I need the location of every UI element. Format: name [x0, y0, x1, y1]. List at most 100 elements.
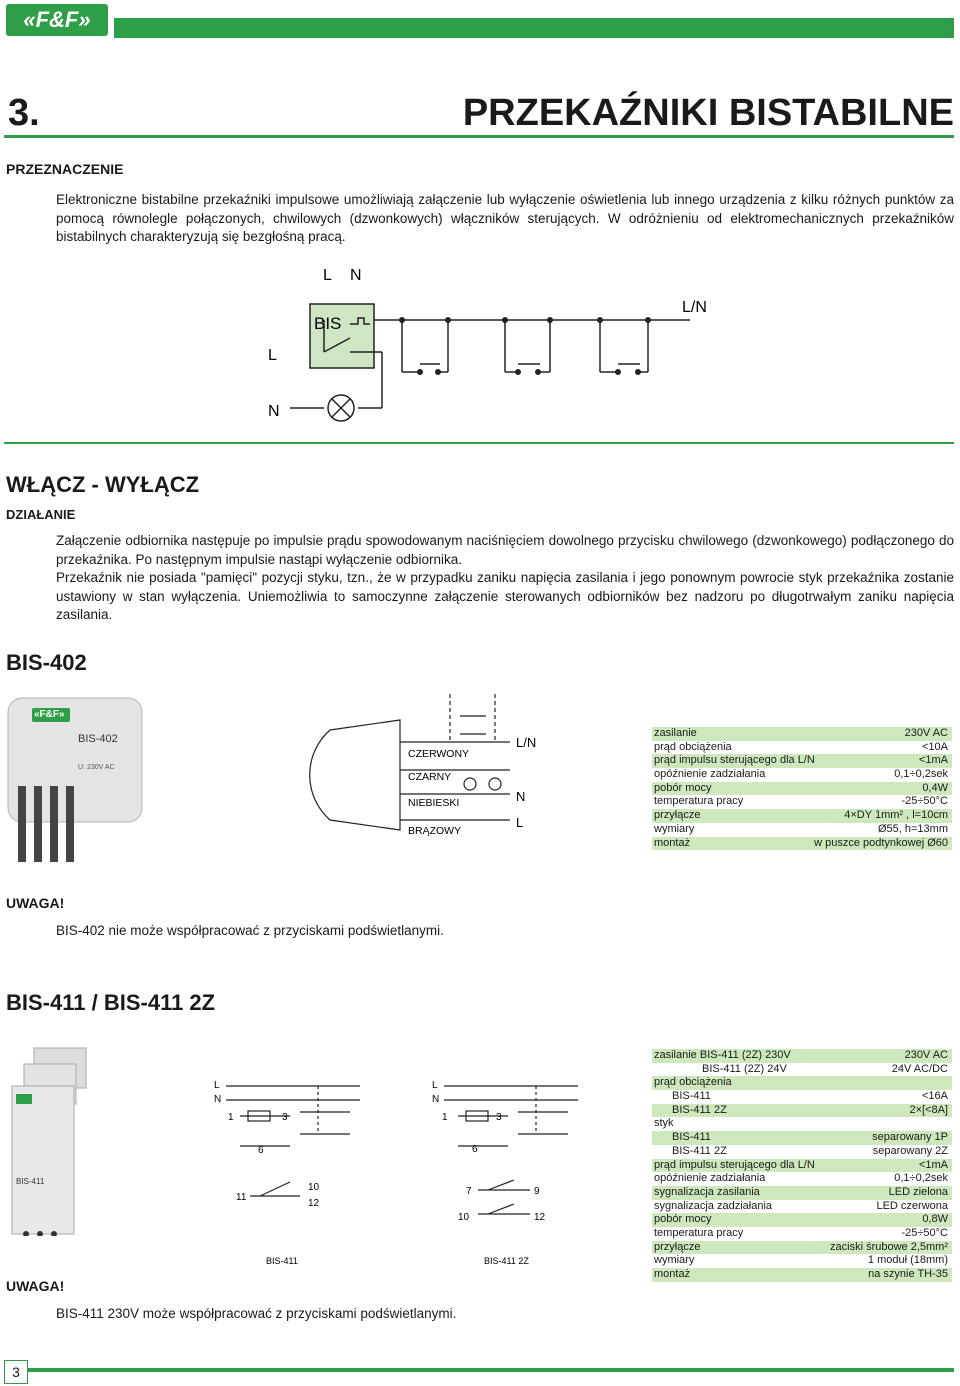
spec-value: -25÷50°C	[901, 795, 948, 808]
terminal-9: 9	[534, 1186, 540, 1197]
bis402-warning-text: BIS-402 nie może współpracować z przycis…	[56, 923, 444, 938]
spec-key: montaż	[654, 836, 691, 849]
spec-key: prąd impulsu sterującego dla L/N	[654, 1158, 815, 1171]
bis411-2z-diagram: L N 1 3 6 7 9 10 12 BIS-411 2Z	[432, 1080, 578, 1266]
spec-key: wymiary	[654, 822, 695, 835]
header-bar	[114, 18, 954, 38]
terminal-12: 12	[534, 1212, 546, 1223]
terminal-3: 3	[282, 1112, 288, 1123]
terminal-1: 1	[228, 1112, 234, 1123]
spec-key: BIS-411 2Z	[672, 1144, 727, 1157]
terminal-3: 3	[496, 1112, 502, 1123]
terminal-11: 11	[236, 1192, 247, 1203]
spec-value: separowany 1P	[872, 1131, 948, 1144]
spec-value: 230V AC	[904, 727, 948, 739]
spec-row: temperatura pracy -25÷50°C	[652, 795, 952, 809]
section-title: PRZEKAŹNIKI BISTABILNE	[462, 92, 954, 134]
wire-blue-label: NIEBIESKI	[408, 797, 459, 809]
function-heading: WŁĄCZ - WYŁĄCZ	[6, 472, 200, 497]
spec-row: BIS-411<16A	[652, 1090, 952, 1104]
terminal-N: N	[432, 1094, 439, 1105]
spec-key: temperatura pracy	[654, 1226, 744, 1239]
spec-value: <1mA	[918, 754, 948, 767]
bis411-spec-table: zasilanie BIS-411 (2Z) 230V 230V AC BIS-41…	[652, 1049, 952, 1282]
spec-row: prąd obciążenia	[652, 1076, 952, 1091]
terminal-label-LN: L/N	[682, 299, 707, 316]
footer-bar	[28, 1368, 954, 1372]
spec-key: BIS-411	[672, 1131, 711, 1144]
terminal-10: 10	[308, 1182, 320, 1193]
spec-value: 4×DY 1mm² , l=10cm	[844, 809, 948, 822]
terminal-N: N	[516, 789, 525, 804]
wire-brown-label: BRĄZOWY	[408, 825, 461, 837]
spec-row: zasilanie 230V AC	[652, 727, 952, 741]
device-model-label: BIS-402	[78, 733, 118, 745]
spec-value: 0,8W	[922, 1213, 948, 1226]
spec-row: prąd impulsu sterującego dla L/N<1mA	[652, 1158, 952, 1173]
bis402-wiring-diagram: CZERWONY CZARNY NIEBIESKI BRĄZOWY L/N N …	[309, 694, 536, 837]
spec-key: zasilanie BIS-411 (2Z) 230V	[654, 1049, 791, 1061]
terminal-1: 1	[442, 1112, 448, 1123]
spec-value: 0,1÷0,2sek	[894, 768, 948, 781]
spec-key: zasilanie	[654, 727, 697, 739]
bis411-title: BIS-411 / BIS-411 2Z	[6, 990, 216, 1015]
bis411-device-label: BIS-411	[16, 1177, 45, 1186]
page-number: 3	[4, 1360, 28, 1384]
spec-value: -25÷50°C	[901, 1226, 948, 1239]
wiring-diagram: L N L/N BIS L N	[268, 267, 707, 422]
spec-row: prąd impulsu sterującego dla L/N<1mA	[652, 754, 952, 769]
terminal-label-N: N	[350, 267, 362, 284]
spec-value: <16A	[922, 1090, 948, 1103]
purpose-text: Elektroniczne bistabilne przekaźniki imp…	[56, 192, 954, 244]
bis411-warning-heading: UWAGA!	[6, 1278, 65, 1294]
spec-key: styk	[654, 1117, 674, 1130]
spec-key: opóźnienie zadziałania	[654, 1172, 766, 1185]
spec-row: prąd obciążenia<10A	[652, 741, 952, 755]
function-subheading: DZIAŁANIE	[6, 507, 76, 522]
spec-row: BIS-411 2Z separowany 2Z	[652, 1145, 952, 1159]
spec-key: przyłącze	[654, 809, 701, 822]
device-rating: U: 230V AC	[78, 764, 115, 771]
bis402-title: BIS-402	[6, 650, 87, 675]
terminal-12: 12	[308, 1198, 320, 1209]
terminal-L: L	[214, 1080, 220, 1091]
spec-row: temperatura pracy -25÷50°C	[652, 1227, 952, 1241]
divider	[4, 442, 954, 444]
spec-value: w puszce podtynkowej Ø60	[814, 836, 948, 849]
spec-key: przyłącze	[654, 1240, 701, 1253]
spec-value: na szynie TH-35	[868, 1268, 948, 1280]
diagram-caption: BIS-411 2Z	[484, 1256, 529, 1266]
terminal-LN: L/N	[516, 735, 536, 750]
section-divider	[4, 135, 954, 138]
section-number: 3.	[8, 92, 40, 134]
spec-value: separowany 2Z	[872, 1144, 948, 1157]
wire-black-label: CZARNY	[408, 771, 451, 783]
spec-key: sygnalizacja zasilania	[654, 1185, 760, 1198]
spec-row: BIS-411 separowany 1P	[652, 1131, 952, 1145]
function-paragraph-1: Załączenie odbiornika następuje po impul…	[56, 533, 954, 567]
brand-logo: «F&F»	[6, 4, 108, 36]
spec-key: BIS-411 (2Z) 24V	[702, 1062, 787, 1075]
line-label-N: N	[268, 403, 280, 420]
wire-red-label: CZERWONY	[408, 748, 469, 760]
spec-key: temperatura pracy	[654, 795, 744, 808]
terminal-7: 7	[466, 1186, 472, 1197]
spec-row: styk	[652, 1117, 952, 1131]
terminal-6: 6	[258, 1145, 264, 1156]
spec-value: LED zielona	[888, 1185, 948, 1198]
spec-key: pobór mocy	[654, 1213, 712, 1226]
line-label-L: L	[268, 347, 277, 364]
spec-key: BIS-411 2Z	[672, 1103, 727, 1116]
spec-row: montaż w puszce podtynkowej Ø60	[652, 836, 952, 851]
spec-value: <10A	[922, 740, 948, 753]
spec-value: 230V AC	[904, 1049, 948, 1061]
spec-value: 0,4W	[922, 781, 948, 794]
